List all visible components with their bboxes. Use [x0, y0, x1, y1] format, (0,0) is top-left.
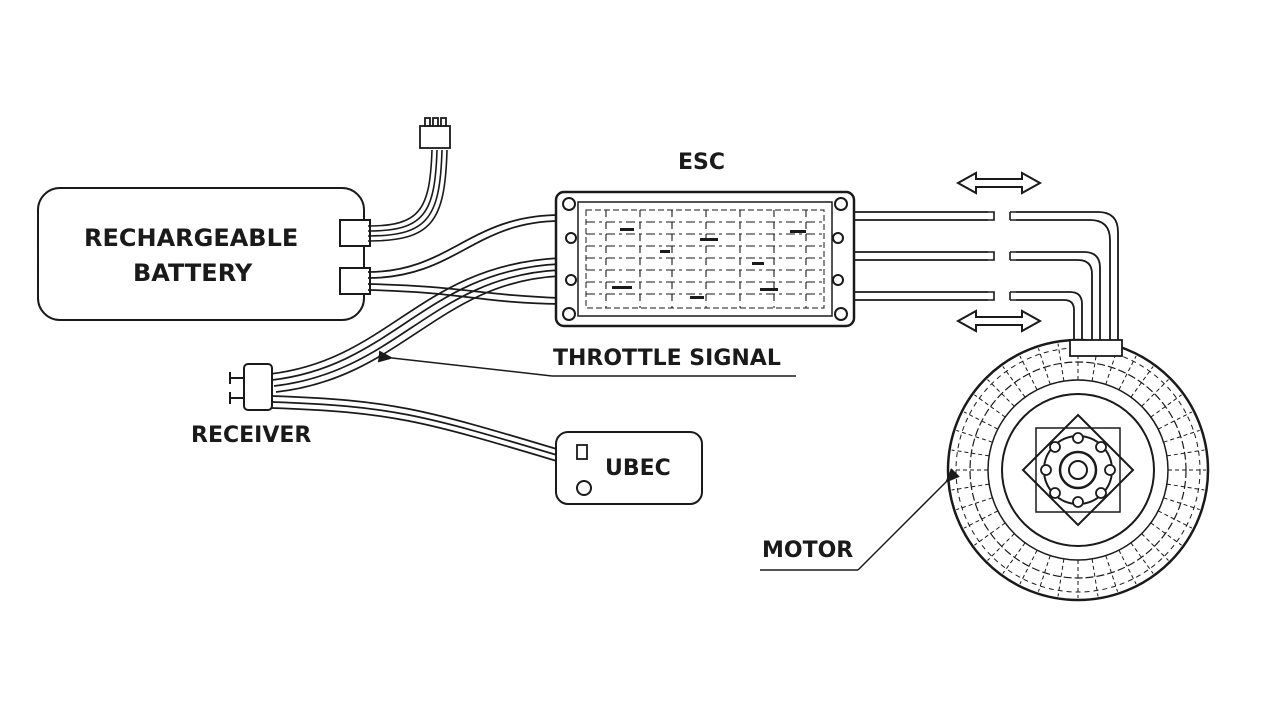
esc-phase-wires [854, 211, 988, 301]
motor-fin [956, 497, 993, 511]
battery-power-lead [367, 214, 561, 305]
throttle-signal-leader [377, 350, 796, 377]
esc [554, 190, 856, 328]
motor-fin [974, 394, 1006, 418]
motor-fin [974, 522, 1006, 546]
motor-fin [1037, 555, 1051, 592]
motor-fin [1002, 542, 1026, 574]
motor-fin [1105, 555, 1119, 592]
motor-fin [1150, 394, 1182, 418]
motor-fin [1166, 483, 1205, 491]
battery-label-line1: RECHARGEABLE [84, 224, 299, 252]
ubec [555, 431, 703, 505]
motor-fin [1019, 549, 1038, 585]
motor-fin [1163, 429, 1200, 443]
double-arrow-icon [955, 171, 1043, 195]
motor-fin [1057, 558, 1065, 597]
motor-fin [1118, 355, 1137, 391]
motor-fin [956, 429, 993, 443]
motor-fin [1037, 348, 1051, 385]
receiver-connector-icon [229, 363, 273, 411]
motor [946, 338, 1210, 602]
motor-fin [951, 483, 990, 491]
motor-fin [1130, 542, 1154, 574]
motor-fin [951, 449, 990, 457]
motor-fin [1157, 411, 1193, 430]
motor-fin [1091, 558, 1099, 597]
motor-fin [963, 510, 999, 529]
motor-fin [1157, 510, 1193, 529]
ubec-label: UBEC [605, 456, 671, 481]
motor-leader [760, 468, 960, 571]
motor-fin [1166, 449, 1205, 457]
motor-fin [1141, 379, 1169, 407]
motor-fin [1002, 366, 1026, 398]
motor-fin [1057, 343, 1065, 382]
esc-label: ESC [678, 150, 726, 175]
motor-fin [1150, 522, 1182, 546]
motor-fin [987, 533, 1015, 561]
battery-label-line2: BATTERY [133, 259, 253, 287]
throttle-signal-label: THROTTLE SIGNAL [553, 346, 781, 371]
bullet-connectors [988, 211, 1016, 301]
motor-fin [987, 379, 1015, 407]
battery [37, 187, 371, 321]
ubec-lead [271, 395, 561, 463]
motor-fin [1019, 355, 1038, 391]
motor-fin [1163, 497, 1200, 511]
balance-connector-icon [419, 117, 451, 149]
double-arrow-icon [955, 309, 1043, 333]
receiver-label: RECEIVER [191, 423, 312, 448]
motor-leads [1016, 211, 1119, 340]
motor-label: MOTOR [762, 538, 854, 563]
motor-fin [963, 411, 999, 430]
esc-signal-wires [269, 257, 561, 393]
balance-lead [367, 149, 448, 242]
motor-fin [1141, 533, 1169, 561]
motor-fin [1118, 549, 1137, 585]
motor-fin [1130, 366, 1154, 398]
